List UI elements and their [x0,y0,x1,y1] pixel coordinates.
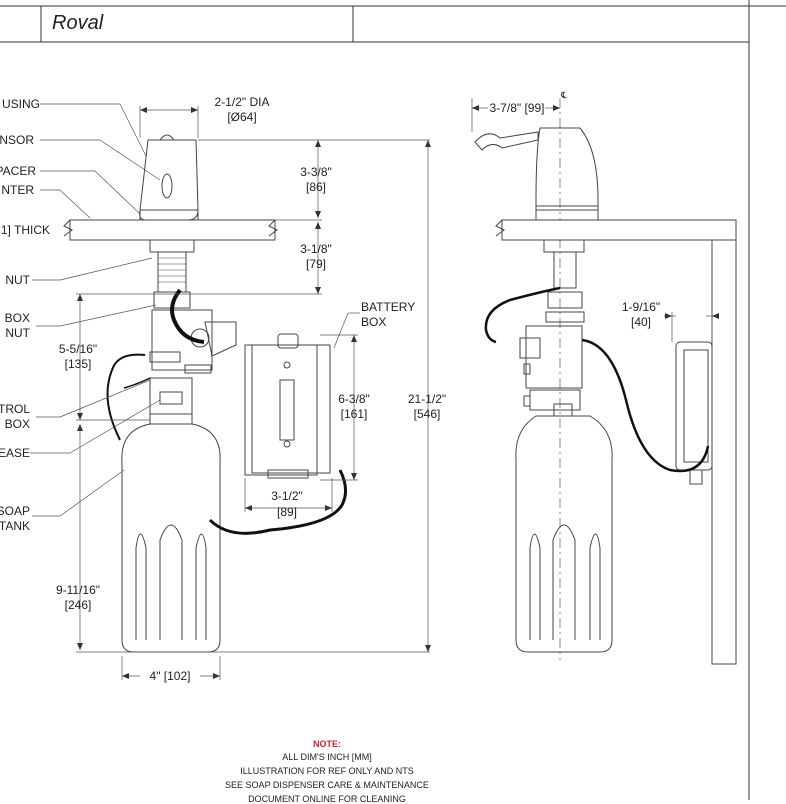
arrowheads [77,105,719,679]
sensor-window [161,173,173,199]
label-nut: NUT [5,273,30,287]
dim-h1-mm: [86] [306,180,326,194]
note-line: ALL DIM'S INCH [MM] [282,752,372,762]
label-box-nut: NUT [5,326,30,340]
dim-total: 21-1/2" [408,392,446,406]
battery-box [244,344,318,476]
label-thick: 1] THICK [1,223,50,237]
sensor-cable [170,288,205,344]
label-battery-box: BOX [361,315,386,329]
label-box: BOX [5,311,30,325]
spout [474,131,539,151]
dim-side-mm: [135] [65,357,92,371]
control-cable [106,353,146,441]
label-spacer: PACER [0,164,36,178]
note-line: SEE SOAP DISPENSER CARE & MAINTENANCE [225,780,429,790]
callout-labels: USING NSOR PACER NTER 1] THICK NUT BOX N… [0,97,415,533]
soap-tank [121,423,221,653]
dim-h2-mm: [79] [306,257,326,271]
dim-tank-h-mm: [246] [65,598,92,612]
dim-spout: 3-7/8" [99] [490,101,545,115]
note-title: NOTE: [313,739,341,749]
dim-total-mm: [546] [414,407,441,421]
dim-tank-w: 4" [102] [150,669,191,683]
dim-battery-w: 3-1/2" [271,489,303,503]
dimension-lines [76,106,430,680]
counter-top [69,219,276,241]
pump-body [151,309,213,371]
label-tank: TANK [0,519,30,533]
centerline-symbol: ℄ [560,90,567,100]
dim-dia: 2-1/2" DIA [215,95,270,109]
dim-battery-h: 6-3/8" [338,392,370,406]
dim-battery-h-mm: [161] [341,407,368,421]
dim-dia-mm: [Ø64] [227,110,256,124]
label-center: NTER [1,183,34,197]
dim-tank-h: 9-11/16" [56,583,100,597]
label-soap: SOAP [0,504,30,518]
side-view [474,98,737,665]
front-view [63,134,347,653]
label-battery: BATTERY [361,300,415,314]
label-control: TROL [0,402,30,416]
label-sensor: NSOR [0,133,34,147]
wall [711,220,737,665]
label-release: EASE [0,446,30,460]
label-control-box: BOX [5,417,30,431]
side-dimensions [471,98,716,342]
dim-battery-w-mm: [89] [277,505,297,519]
page-title: Roval [52,12,104,34]
note-line: ILLUSTRATION FOR REF ONLY AND NTS [240,766,414,776]
dim-wall: 1-9/16" [622,300,660,314]
dimension-texts: 2-1/2" DIA [Ø64] 3-3/8" [86] 3-1/8" [79]… [56,90,660,683]
dim-wall-mm: [40] [631,315,651,329]
dim-side: 5-5/16" [59,342,97,356]
note-line: DOCUMENT ONLINE FOR CLEANING [248,794,406,804]
battery-cable [208,469,347,535]
label-housing: USING [2,97,40,111]
dispenser-housing [139,139,199,221]
leader-lines [30,103,360,517]
dim-h2: 3-1/8" [300,242,332,256]
dim-h1: 3-3/8" [300,165,332,179]
